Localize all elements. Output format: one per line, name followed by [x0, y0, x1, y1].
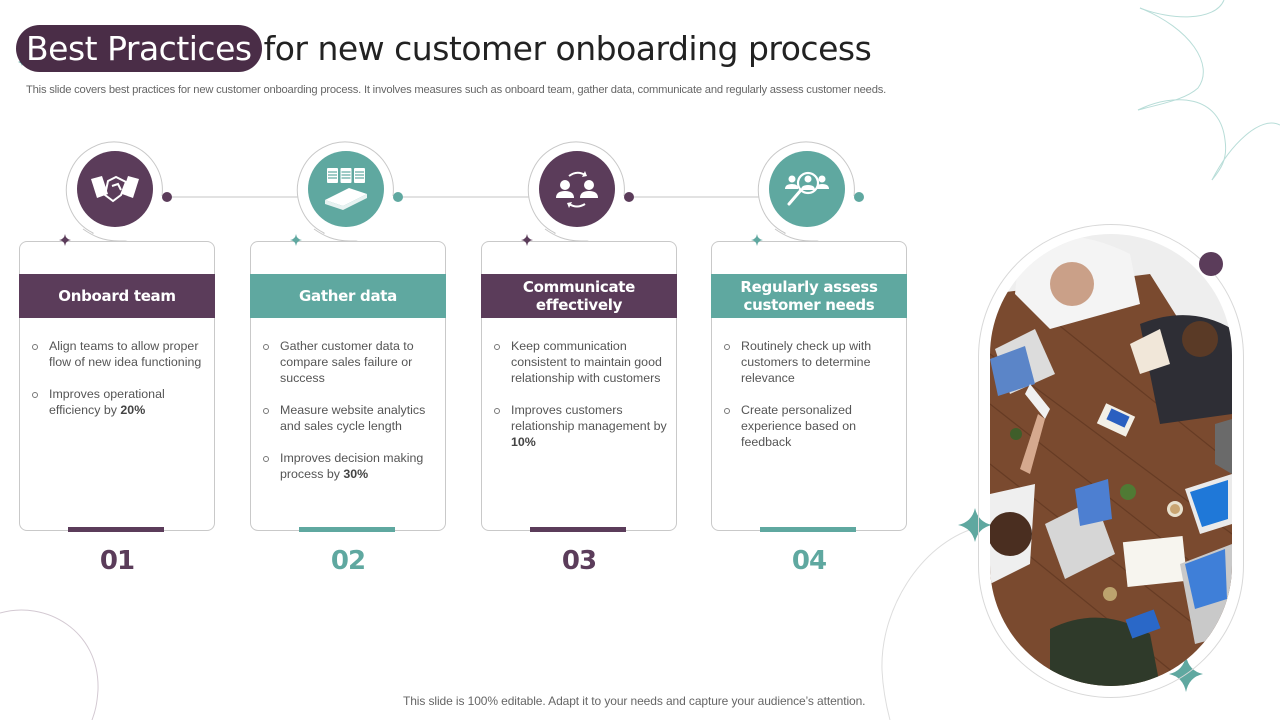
database-icon	[308, 151, 384, 227]
title-highlight: Best Practices	[16, 24, 262, 72]
step-card-gather-data: Gather data Gather customer data to comp…	[250, 138, 446, 578]
bullet-item: Improves decision making process by 30%	[262, 450, 440, 482]
bullet-list: Routinely check up with customers to det…	[723, 338, 901, 466]
timeline-dot	[162, 192, 172, 202]
team-meeting-photo	[990, 234, 1232, 686]
bullet-list: Gather customer data to compare sales fa…	[262, 338, 440, 498]
bullet-item: Improves customers relationship manageme…	[493, 402, 671, 450]
step-ring	[65, 141, 167, 242]
handshake-icon	[77, 151, 153, 227]
bullet-item: Gather customer data to compare sales fa…	[262, 338, 440, 386]
step-number: 03	[561, 546, 597, 576]
decorative-dot	[1199, 252, 1223, 276]
step-number: 01	[99, 546, 135, 576]
slide-title: Best Practices for new customer onboardi…	[16, 24, 872, 72]
bullet-item: Measure website analytics and sales cycl…	[262, 402, 440, 434]
step-ring	[296, 141, 398, 242]
bullet-list: Keep communication consistent to maintai…	[493, 338, 671, 466]
card-heading: Gather data	[250, 274, 446, 318]
step-ring	[757, 141, 859, 242]
title-text: for new customer onboarding process	[263, 28, 872, 68]
bullet-item: Create personalized experience based on …	[723, 402, 901, 450]
card-accent-bar	[68, 527, 164, 532]
step-ring	[527, 141, 629, 242]
photo-frame	[978, 224, 1244, 698]
card-heading: Communicate effectively	[481, 274, 677, 318]
card-heading: Regularly assess customer needs	[711, 274, 907, 318]
card-accent-bar	[530, 527, 626, 532]
bullet-item: Routinely check up with customers to det…	[723, 338, 901, 386]
step-number: 02	[330, 546, 366, 576]
user-exchange-icon	[539, 151, 615, 227]
slide-subtitle: This slide covers best practices for new…	[26, 84, 887, 96]
bullet-item: Keep communication consistent to maintai…	[493, 338, 671, 386]
sparkle-icon	[751, 234, 763, 246]
customer-search-icon	[769, 151, 845, 227]
timeline-dot	[854, 192, 864, 202]
sparkle-icon	[59, 234, 71, 246]
step-card-onboard-team: Onboard team Align teams to allow proper…	[19, 138, 215, 578]
step-card-communicate: Communicate effectively Keep communicati…	[481, 138, 677, 578]
step-card-assess-needs: Regularly assess customer needs Routinel…	[711, 138, 907, 578]
bullet-list: Align teams to allow proper flow of new …	[31, 338, 209, 434]
bullet-item: Align teams to allow proper flow of new …	[31, 338, 209, 370]
card-accent-bar	[299, 527, 395, 532]
card-accent-bar	[760, 527, 856, 532]
card-heading: Onboard team	[19, 274, 215, 318]
sparkle-icon	[290, 234, 302, 246]
bullet-item: Improves operational efficiency by 20%	[31, 386, 209, 418]
sparkle-icon	[521, 234, 533, 246]
step-number: 04	[791, 546, 827, 576]
timeline-dot	[624, 192, 634, 202]
slide-footer: This slide is 100% editable. Adapt it to…	[403, 694, 866, 708]
timeline-dot	[393, 192, 403, 202]
